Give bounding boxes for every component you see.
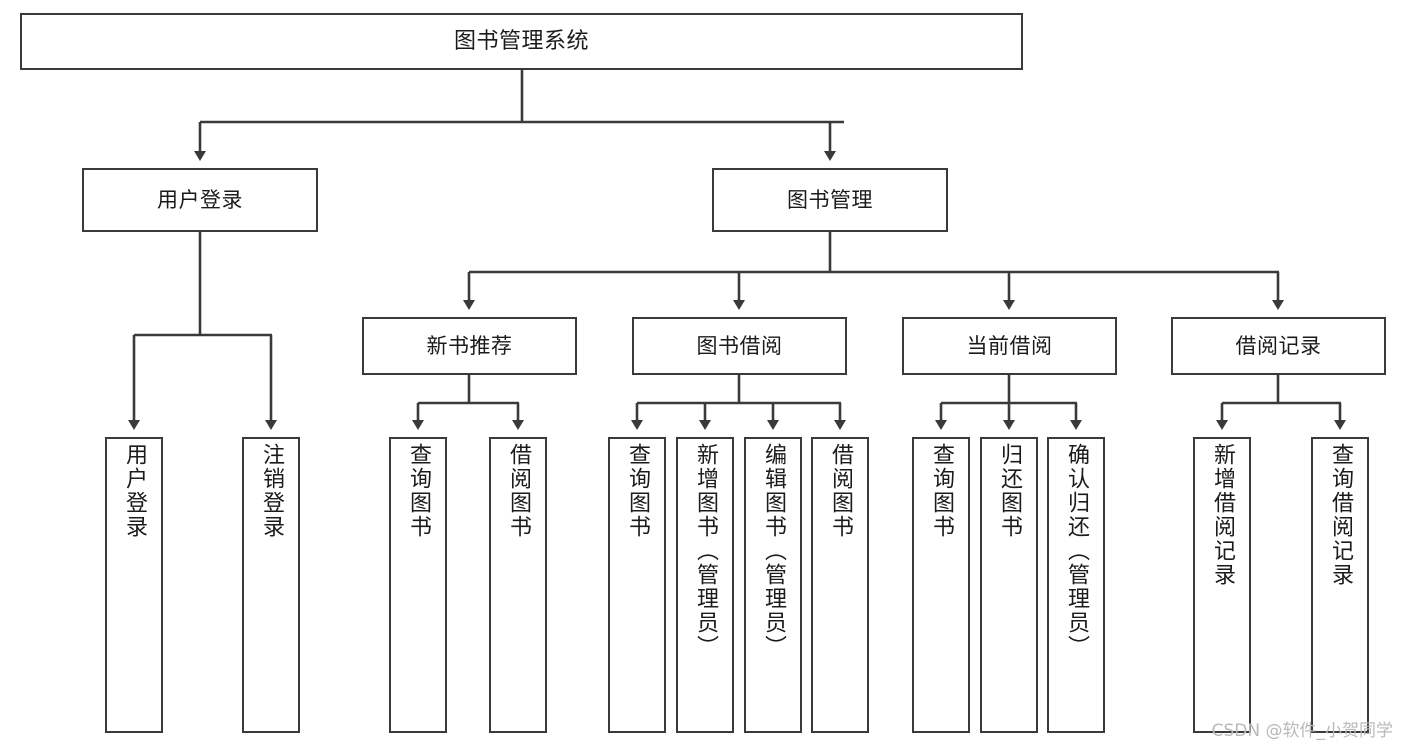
node-book-borrow-label: 图书借阅 xyxy=(696,333,783,358)
csdn-watermark: CSDN @软件_小贺同学 xyxy=(1211,721,1393,741)
leaf-book-borrow-2-label: 新增图书（管理员） xyxy=(693,443,718,659)
leaf-user-login-2-label: 注销登录 xyxy=(259,443,284,539)
leaf-book-borrow-3-label: 编辑图书（管理员） xyxy=(761,443,786,659)
leaf-current-borrow-3-label: 确认归还（管理员） xyxy=(1064,443,1089,659)
leaf-user-login-1-label: 用户登录 xyxy=(122,443,147,539)
node-user-login[interactable]: 用户登录 xyxy=(82,168,318,232)
node-borrow-record-label: 借阅记录 xyxy=(1235,333,1322,358)
leaf-current-borrow-1-label: 查询图书 xyxy=(929,443,954,539)
node-user-login-label: 用户登录 xyxy=(157,187,243,212)
leaf-new-book-1[interactable]: 查询图书 xyxy=(389,437,447,733)
leaf-current-borrow-2[interactable]: 归还图书 xyxy=(980,437,1038,733)
node-book-manage-label: 图书管理 xyxy=(787,187,873,212)
leaf-new-book-1-label: 查询图书 xyxy=(406,443,431,539)
leaf-current-borrow-3[interactable]: 确认归还（管理员） xyxy=(1047,437,1105,733)
leaf-borrow-record-2-label: 查询借阅记录 xyxy=(1328,443,1353,587)
leaf-book-borrow-2[interactable]: 新增图书（管理员） xyxy=(676,437,734,733)
node-borrow-record[interactable]: 借阅记录 xyxy=(1171,317,1386,375)
node-book-manage[interactable]: 图书管理 xyxy=(712,168,948,232)
leaf-current-borrow-2-label: 归还图书 xyxy=(997,443,1022,539)
node-new-book-recommend-label: 新书推荐 xyxy=(426,333,513,358)
node-current-borrow-label: 当前借阅 xyxy=(966,333,1053,358)
node-new-book-recommend[interactable]: 新书推荐 xyxy=(362,317,577,375)
leaf-book-borrow-1[interactable]: 查询图书 xyxy=(608,437,666,733)
node-book-borrow[interactable]: 图书借阅 xyxy=(632,317,847,375)
leaf-user-login-2[interactable]: 注销登录 xyxy=(242,437,300,733)
leaf-borrow-record-1[interactable]: 新增借阅记录 xyxy=(1193,437,1251,733)
leaf-current-borrow-1[interactable]: 查询图书 xyxy=(912,437,970,733)
node-current-borrow[interactable]: 当前借阅 xyxy=(902,317,1117,375)
leaf-book-borrow-1-label: 查询图书 xyxy=(625,443,650,539)
node-root[interactable]: 图书管理系统 xyxy=(20,13,1023,70)
leaf-borrow-record-1-label: 新增借阅记录 xyxy=(1210,443,1235,587)
leaf-new-book-2[interactable]: 借阅图书 xyxy=(489,437,547,733)
leaf-new-book-2-label: 借阅图书 xyxy=(506,443,531,539)
leaf-book-borrow-4[interactable]: 借阅图书 xyxy=(811,437,869,733)
node-root-label: 图书管理系统 xyxy=(453,28,589,54)
leaf-borrow-record-2[interactable]: 查询借阅记录 xyxy=(1311,437,1369,733)
leaf-user-login-1[interactable]: 用户登录 xyxy=(105,437,163,733)
leaf-book-borrow-4-label: 借阅图书 xyxy=(828,443,853,539)
leaf-book-borrow-3[interactable]: 编辑图书（管理员） xyxy=(744,437,802,733)
